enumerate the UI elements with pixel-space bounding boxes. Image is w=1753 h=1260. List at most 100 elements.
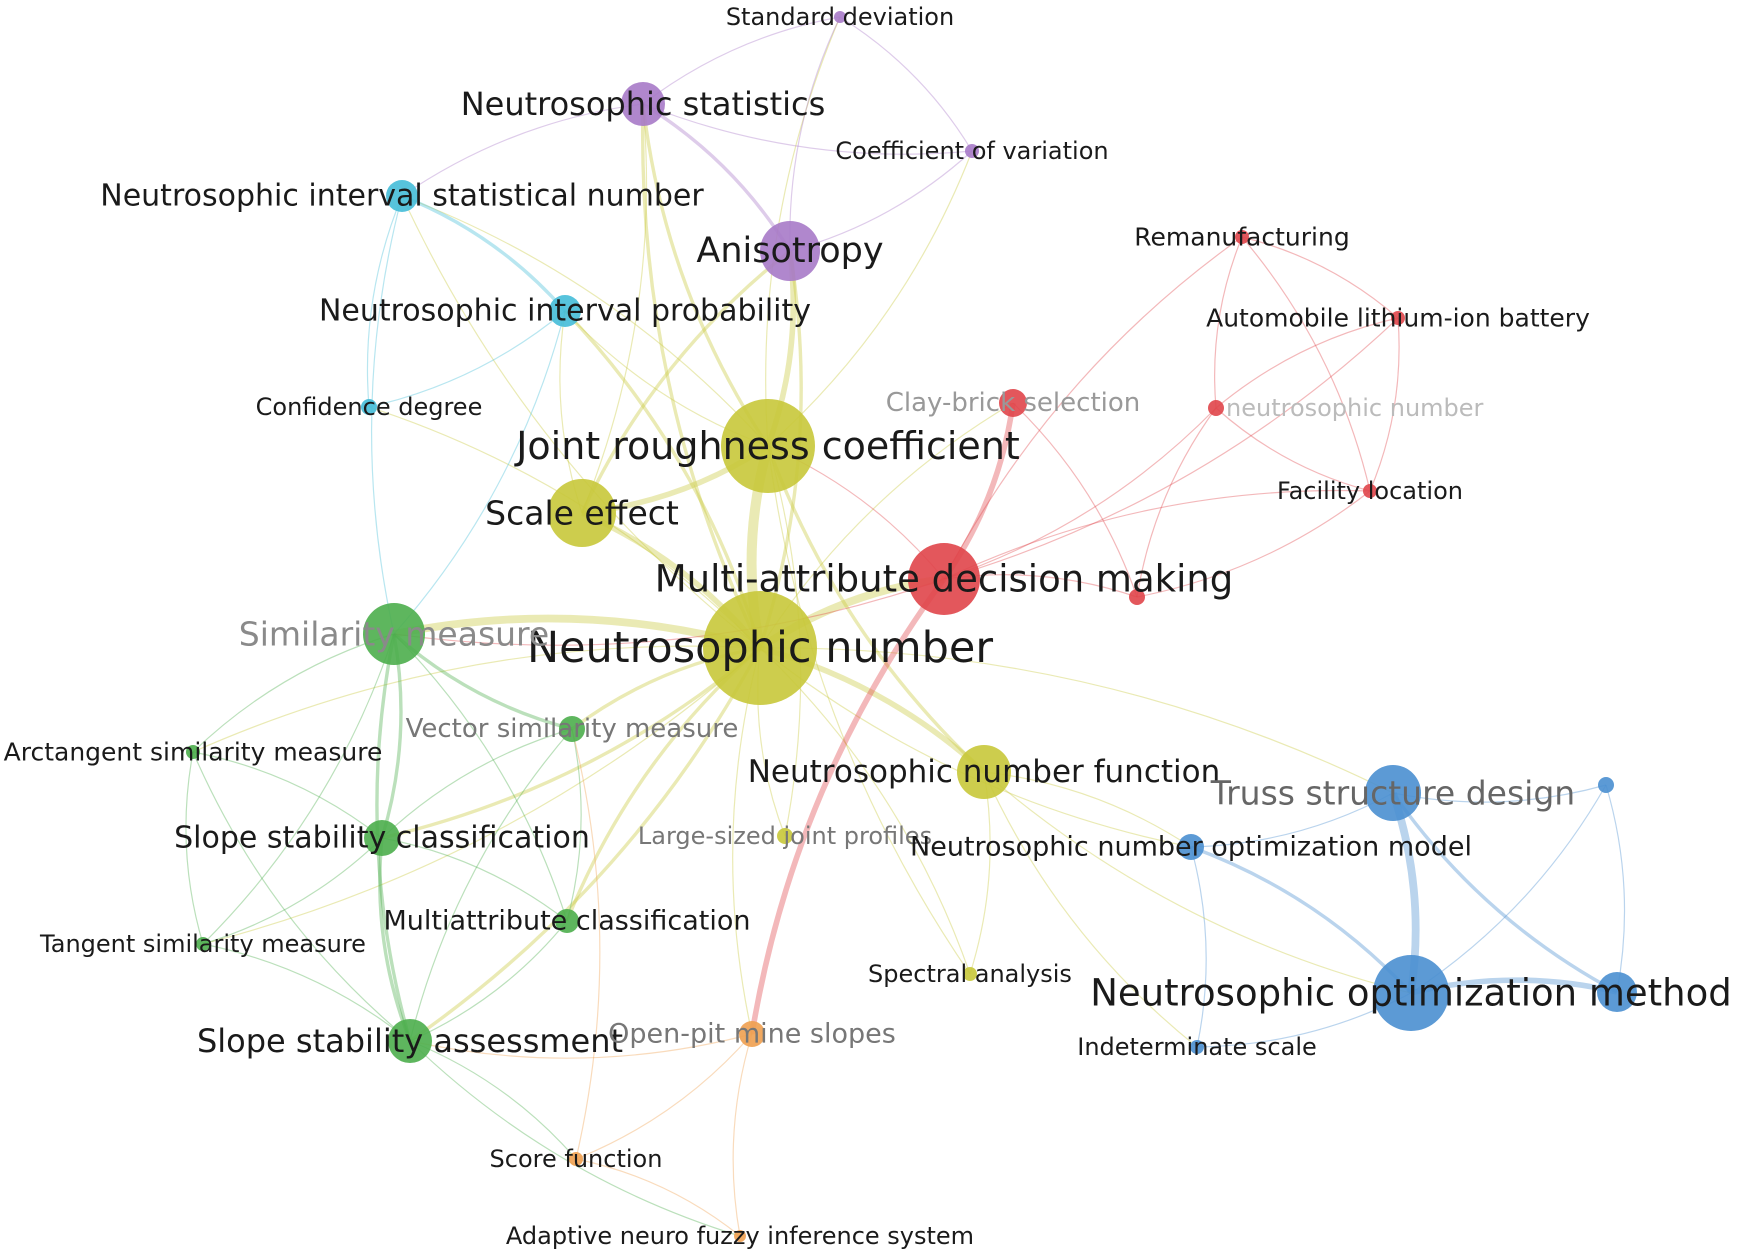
- node-rem[interactable]: [1235, 230, 1249, 244]
- link-se-ani: [580, 249, 792, 514]
- node-jrc[interactable]: [721, 399, 815, 493]
- link-sm-tsm: [202, 633, 395, 945]
- link-opms-sf: [575, 1033, 753, 1160]
- node-tsm[interactable]: [196, 937, 210, 951]
- label-nom: Neutrosophic optimization method: [1090, 972, 1732, 1015]
- link-opms-anfis: [732, 1033, 753, 1237]
- link-vsm-ssc: [381, 728, 573, 839]
- link-rx-tnn: [1136, 407, 1217, 598]
- node-mac[interactable]: [555, 909, 579, 933]
- link-nn-tsm: [202, 647, 761, 945]
- link-tsd-nomr: [1391, 792, 1618, 994]
- link-nnf-nom: [983, 771, 1412, 994]
- label-nnom: Neutrosophic number optimization model: [910, 832, 1472, 863]
- link-tsm-ssa: [202, 943, 411, 1042]
- node-nn[interactable]: [703, 591, 817, 705]
- label-tsm: Tangent similarity measure: [39, 930, 366, 958]
- label-nnf: Neutrosophic number function: [748, 754, 1221, 790]
- node-madm[interactable]: [908, 543, 980, 615]
- node-opms[interactable]: [739, 1021, 765, 1047]
- node-bx[interactable]: [1598, 777, 1614, 793]
- link-asm-tsm: [185, 751, 204, 945]
- link-tnn-fl: [1215, 407, 1371, 492]
- link-vsm-mac: [566, 728, 582, 922]
- link-nom-bx: [1410, 784, 1607, 994]
- label-tsd: Truss structure design: [1210, 774, 1575, 813]
- node-fl[interactable]: [1363, 484, 1377, 498]
- node-cbs[interactable]: [999, 389, 1027, 417]
- link-ssc-asm: [192, 751, 383, 839]
- label-sd: Standard deviation: [726, 3, 954, 31]
- node-ssc[interactable]: [364, 820, 400, 856]
- link-nisn-nip: [401, 194, 567, 313]
- link-madm-tnn: [943, 407, 1217, 580]
- node-spa[interactable]: [963, 967, 977, 981]
- link-madm-rem: [943, 236, 1243, 580]
- link-alib-tnn: [1215, 317, 1399, 409]
- label-vsm: Vector similarity measure: [406, 714, 739, 744]
- node-ns[interactable]: [621, 82, 665, 126]
- link-cbs-rx: [1012, 402, 1138, 598]
- label-ns: Neutrosophic statistics: [461, 85, 826, 123]
- node-nnom[interactable]: [1178, 834, 1204, 860]
- link-nn-tsd: [759, 647, 1394, 794]
- link-ani-sd: [789, 16, 841, 252]
- link-jrc-spa: [767, 445, 971, 975]
- link-madm-fl: [943, 489, 1371, 580]
- link-rem-alib: [1241, 236, 1399, 319]
- label-nisn: Neutrosophic interval statistical number: [100, 179, 704, 214]
- link-vsm-ssa: [409, 728, 573, 1042]
- label-se: Scale effect: [485, 494, 679, 533]
- node-is[interactable]: [1190, 1040, 1204, 1054]
- node-sd[interactable]: [834, 11, 846, 23]
- node-se[interactable]: [548, 479, 616, 547]
- node-nisn[interactable]: [386, 180, 418, 212]
- node-nom[interactable]: [1373, 955, 1449, 1031]
- link-opms-ssa: [409, 1033, 753, 1059]
- node-asm[interactable]: [186, 745, 200, 759]
- node-nomr[interactable]: [1597, 972, 1637, 1012]
- node-nip[interactable]: [549, 295, 581, 327]
- node-alib[interactable]: [1391, 311, 1405, 325]
- label-ani: Anisotropy: [696, 231, 883, 271]
- node-rx[interactable]: [1129, 589, 1145, 605]
- label-lsjp: Large-sized joint profiles: [638, 822, 932, 850]
- link-nomr-bx: [1605, 784, 1626, 993]
- label-mac: Multiattribute classification: [384, 906, 751, 937]
- link-madm-sm: [393, 578, 945, 646]
- link-nn-ns: [640, 103, 762, 649]
- node-ssa[interactable]: [388, 1019, 432, 1063]
- label-cbs: Clay-brick selection: [886, 388, 1141, 418]
- node-tsd[interactable]: [1365, 765, 1421, 821]
- label-opms: Open-pit mine slopes: [608, 1019, 896, 1050]
- label-nn: Neutrosophic number: [527, 623, 993, 673]
- node-cv[interactable]: [965, 144, 979, 158]
- node-nnf[interactable]: [957, 745, 1011, 799]
- link-madm-opms: [749, 577, 947, 1035]
- node-ani[interactable]: [760, 221, 820, 281]
- link-se-ns: [581, 103, 648, 514]
- node-vsm[interactable]: [559, 716, 585, 742]
- link-rem-tnn: [1214, 236, 1243, 409]
- node-cd[interactable]: [361, 399, 377, 415]
- link-nn-ssc: [381, 646, 762, 840]
- label-sf: Score function: [490, 1145, 663, 1173]
- node-anfis[interactable]: [734, 1230, 746, 1242]
- node-sm[interactable]: [363, 603, 425, 665]
- link-sm-mac: [393, 633, 568, 922]
- link-asm-ssa: [192, 751, 411, 1042]
- link-nnom-is: [1190, 846, 1207, 1048]
- node-lsjp[interactable]: [777, 828, 793, 844]
- node-sf[interactable]: [569, 1152, 583, 1166]
- link-sd-cv: [839, 16, 973, 152]
- link-nn-nisn: [401, 195, 761, 649]
- link-nip-cd: [368, 310, 566, 408]
- link-rem-fl: [1241, 236, 1371, 492]
- link-sf-vsm: [571, 728, 601, 1160]
- link-jrc-nnf: [766, 445, 986, 774]
- link-nn-asm: [192, 645, 761, 753]
- node-tnn[interactable]: [1208, 400, 1224, 416]
- link-ssc-mac: [381, 837, 568, 922]
- link-nnf-is: [983, 771, 1198, 1048]
